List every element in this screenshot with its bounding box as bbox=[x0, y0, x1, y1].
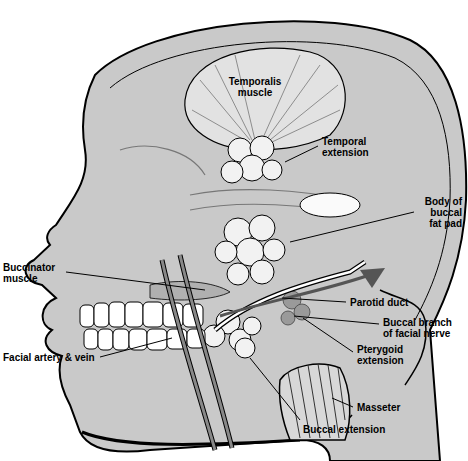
part-label: Pterygoid extension bbox=[357, 344, 421, 366]
teeth bbox=[80, 302, 205, 350]
part-label: Body of buccal fat pad bbox=[418, 196, 462, 229]
part-label: Parotid duct bbox=[350, 297, 440, 308]
leader-lines bbox=[66, 146, 414, 420]
part-label: Buccal branch of facial nerve bbox=[383, 317, 461, 339]
part-label: Temporal extension bbox=[322, 136, 392, 158]
temporalis-muscle bbox=[185, 48, 345, 150]
part-label: Buccal extension bbox=[303, 424, 413, 435]
part-label: Buccinator muscle bbox=[3, 262, 65, 284]
head-outline bbox=[26, 21, 467, 461]
part-label: Masseter bbox=[357, 402, 437, 413]
facial-artery-vein bbox=[162, 255, 232, 450]
part-label: Facial artery & vein bbox=[3, 352, 121, 363]
part-label: Temporalis muscle bbox=[215, 76, 295, 98]
facial-nerve bbox=[220, 268, 385, 316]
